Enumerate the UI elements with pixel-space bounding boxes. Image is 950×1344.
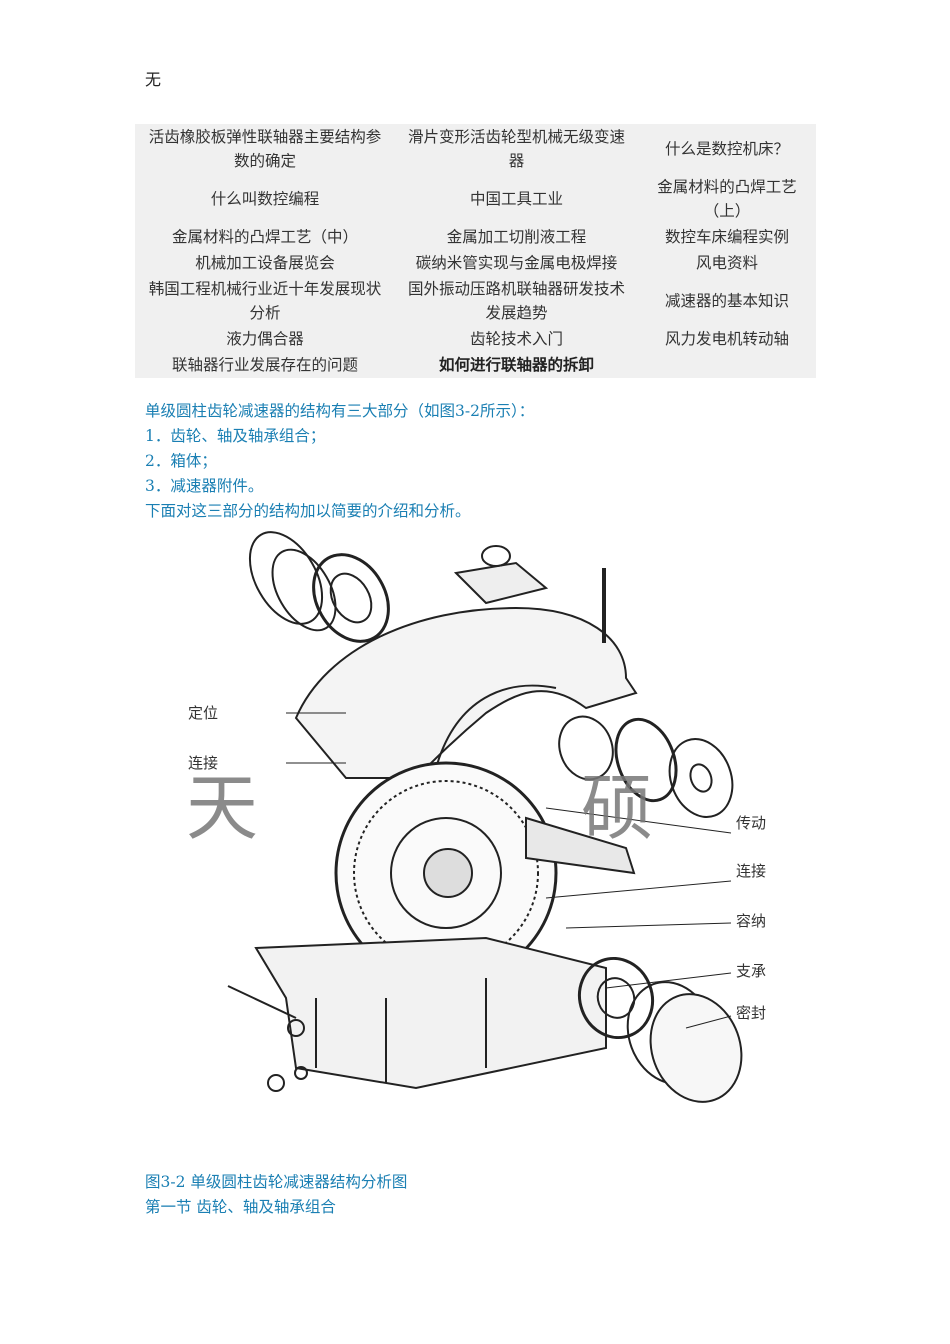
link-item[interactable]: 中国工具工业 (469, 190, 563, 208)
intro-line: 2．箱体； (145, 452, 217, 470)
table-row: 金属材料的凸焊工艺（中） 金属加工切削液工程 数控车床编程实例 (135, 224, 816, 250)
link-item[interactable]: 金属材料的凸焊工艺（中） (171, 228, 358, 246)
intro-line: 单级圆柱齿轮减速器的结构有三大部分（如图3-2所示）： (145, 402, 535, 420)
link-item[interactable]: 数控车床编程实例 (664, 228, 789, 246)
table-row: 活齿橡胶板弹性联轴器主要结构参数的确定 滑片变形活齿轮型机械无级变速器 什么是数… (135, 124, 816, 174)
figure-caption: 图3-2 单级圆柱齿轮减速器结构分析图 (145, 1173, 408, 1191)
intro-line: 下面对这三部分的结构加以简要的介绍和分析。 (145, 502, 471, 520)
table-row: 液力偶合器 齿轮技术入门 风力发电机转动轴 (135, 326, 816, 352)
link-item[interactable]: 金属材料的凸焊工艺（上） (657, 178, 797, 220)
label-contain: 容纳 (736, 912, 766, 930)
end-cap-drawing (649, 993, 743, 1103)
link-item[interactable]: 滑片变形活齿轮型机械无级变速器 (407, 128, 625, 170)
label-connect-left: 连接 (188, 754, 218, 772)
link-item[interactable]: 什么是数控机床？ (664, 140, 789, 158)
table-row: 什么叫数控编程 中国工具工业 金属材料的凸焊工艺（上） (135, 174, 816, 224)
label-seal: 密封 (736, 1004, 766, 1022)
seal-ring-drawing (248, 531, 324, 625)
link-item[interactable]: 齿轮技术入门 (469, 330, 563, 348)
link-item[interactable]: 国外振动压路机联轴器研发技术发展趋势 (407, 280, 625, 322)
link-item[interactable]: 风电资料 (695, 254, 758, 272)
label-connect-right: 连接 (736, 862, 766, 880)
link-item[interactable]: 如何进行联轴器的拆卸 (438, 355, 594, 374)
reducer-exploded-diagram: 定位 连接 传动 连接 容纳 支承 密封 天 硕 (186, 528, 816, 1168)
label-transmission: 传动 (736, 814, 766, 832)
link-item[interactable]: 液力偶合器 (226, 330, 304, 348)
link-item[interactable]: 减速器的基本知识 (664, 292, 789, 310)
header-text: 无 (145, 70, 162, 89)
table-row: 韩国工程机械行业近十年发展现状分析 国外振动压路机联轴器研发技术发展趋势 减速器… (135, 276, 816, 326)
intro-line: 3．减速器附件。 (145, 477, 264, 495)
link-item[interactable]: 机械加工设备展览会 (195, 254, 335, 272)
upper-cover-drawing (294, 606, 638, 779)
empty-cell (638, 352, 816, 378)
shaft-drawing (525, 816, 636, 875)
watermark-char: 天 (186, 766, 258, 850)
intro-line: 1．齿轮、轴及轴承组合； (145, 427, 326, 445)
section-heading: 第一节 齿轮、轴及轴承组合 (145, 1198, 336, 1216)
label-support: 支承 (736, 962, 766, 980)
right-bearing-drawing (558, 715, 614, 781)
link-item[interactable]: 碳纳米管实现与金属电极焊接 (415, 254, 618, 272)
table-row: 联轴器行业发展存在的问题 如何进行联轴器的拆卸 (135, 352, 816, 378)
link-item[interactable]: 什么叫数控编程 (210, 190, 320, 208)
link-item[interactable]: 风力发电机转动轴 (664, 330, 789, 348)
table-row: 机械加工设备展览会 碳纳米管实现与金属电极焊接 风电资料 (135, 250, 816, 276)
link-item[interactable]: 韩国工程机械行业近十年发展现状分析 (148, 280, 382, 322)
intro-text: 单级圆柱齿轮减速器的结构有三大部分（如图3-2所示）： 1．齿轮、轴及轴承组合；… (145, 399, 534, 524)
link-item[interactable]: 金属加工切削液工程 (446, 228, 587, 246)
watermark-char: 硕 (581, 766, 653, 850)
bearing-drawing (312, 553, 390, 643)
link-item[interactable]: 活齿橡胶板弹性联轴器主要结构参数的确定 (148, 128, 382, 170)
related-links-table: 活齿橡胶板弹性联轴器主要结构参数的确定 滑片变形活齿轮型机械无级变速器 什么是数… (135, 124, 816, 378)
lower-box-drawing (254, 936, 607, 1090)
inspection-cover-drawing (453, 561, 549, 605)
label-positioning: 定位 (188, 704, 218, 722)
link-item[interactable]: 联轴器行业发展存在的问题 (171, 356, 358, 374)
